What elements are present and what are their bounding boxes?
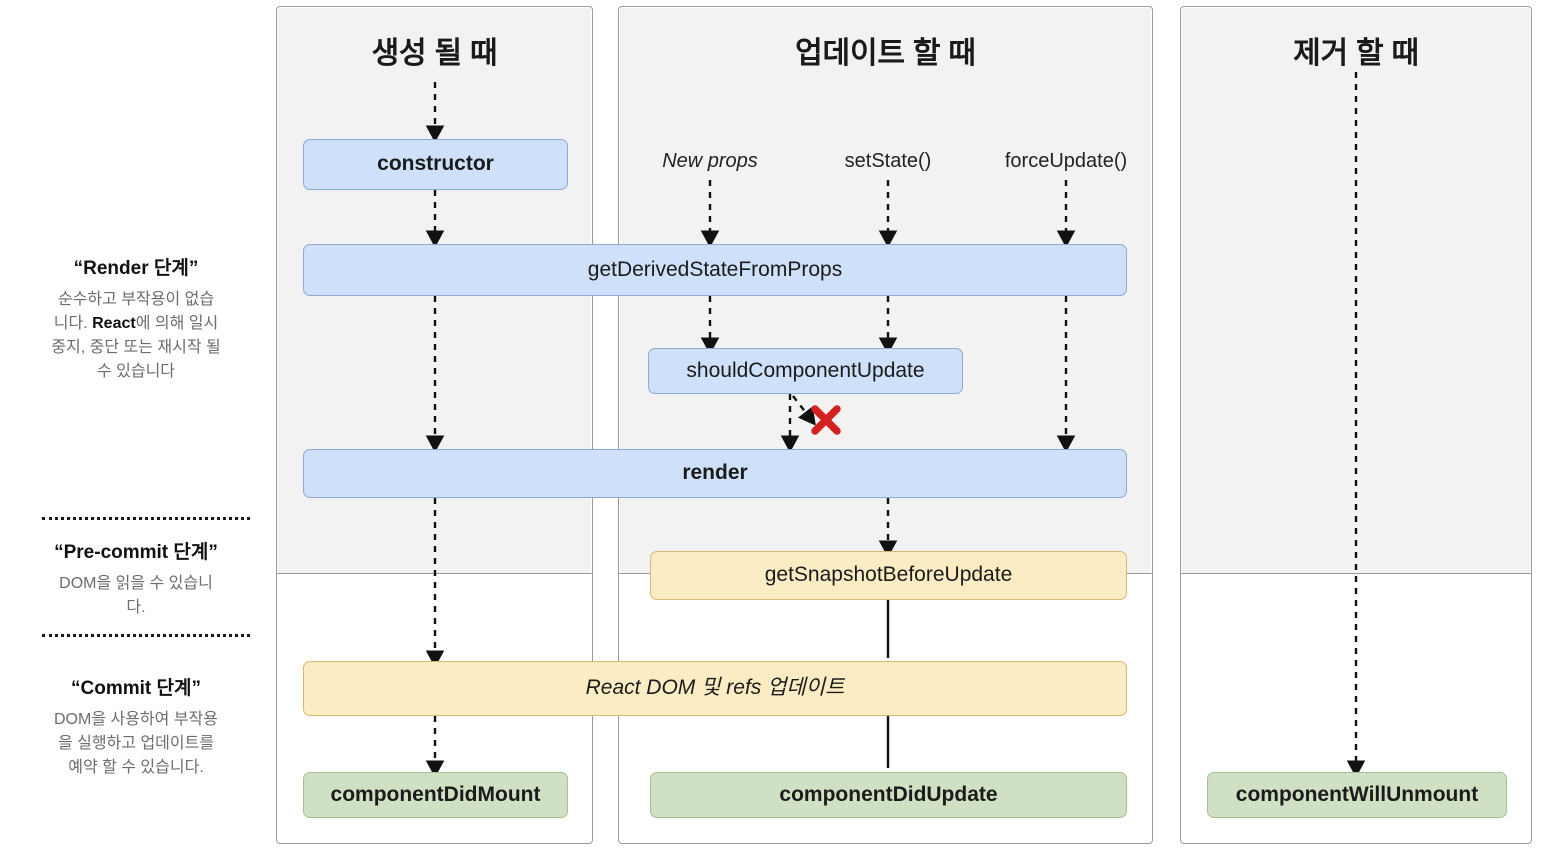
legend-strong-react: React [92, 315, 136, 332]
legend-line-4: 중지, 중단 또는 재시작 될 [51, 339, 221, 356]
legend-rule-bottom [42, 634, 250, 637]
lifecycle-box-should-component-update[interactable]: shouldComponentUpdate [648, 348, 963, 394]
legend-body-render-phase: 순수하고 부작용이 없습 니다. React에 의해 일시 중지, 중단 또는 … [20, 288, 252, 384]
legend-line-2: 니다. [53, 315, 93, 332]
column-title-mount: 생성 될 때 [371, 37, 498, 70]
trigger-new-props: New props [662, 150, 758, 172]
lifecycle-box-constructor[interactable]: constructor [303, 139, 568, 190]
legend-line-5: 수 있습니다 [96, 363, 176, 380]
column-panel-mount [276, 6, 593, 844]
legend-line-3: 에 의해 일시 [135, 315, 219, 332]
legend-line-1: 순수하고 부작용이 없습 [57, 291, 215, 308]
legend-line-1: DOM을 사용하여 부작용 [54, 711, 218, 728]
column-divider-unmount [1181, 573, 1531, 574]
column-panel-unmount [1180, 6, 1532, 844]
column-title-update: 업데이트 할 때 [795, 37, 976, 70]
column-title-unmount: 제거 할 때 [1293, 37, 1419, 70]
legend-title-commit-phase: “Commit 단계” [71, 678, 201, 699]
legend-line-1: DOM을 읽을 수 있습니 [59, 575, 213, 592]
trigger-force-update: forceUpdate() [1004, 150, 1128, 172]
legend-line-2: 다. [126, 599, 146, 616]
legend-rule-top [42, 517, 250, 520]
lifecycle-box-component-did-mount[interactable]: componentDidMount [303, 772, 568, 818]
legend-line-2: 을 실행하고 업데이트를 [57, 735, 215, 752]
lifecycle-box-get-derived-state-from-props[interactable]: getDerivedStateFromProps [303, 244, 1127, 296]
column-panel-update [618, 6, 1153, 844]
legend-title-pre-commit-phase: “Pre-commit 단계” [54, 542, 218, 563]
lifecycle-box-render[interactable]: render [303, 449, 1127, 498]
legend-title-render-phase: “Render 단계” [73, 258, 199, 279]
legend-line-3: 예약 할 수 있습니다. [68, 759, 204, 776]
abort-x-icon [808, 402, 844, 438]
lifecycle-box-react-dom-and-refs-update[interactable]: React DOM 및 refs 업데이트 [303, 661, 1127, 716]
legend-body-commit-phase: DOM을 사용하여 부작용 을 실행하고 업데이트를 예약 할 수 있습니다. [20, 708, 252, 780]
trigger-set-state: setState() [844, 150, 932, 172]
lifecycle-box-component-did-update[interactable]: componentDidUpdate [650, 772, 1127, 818]
lifecycle-box-get-snapshot-before-update[interactable]: getSnapshotBeforeUpdate [650, 551, 1127, 600]
legend-body-pre-commit-phase: DOM을 읽을 수 있습니 다. [20, 572, 252, 620]
lifecycle-box-component-will-unmount[interactable]: componentWillUnmount [1207, 772, 1507, 818]
column-divider-mount [277, 573, 592, 574]
